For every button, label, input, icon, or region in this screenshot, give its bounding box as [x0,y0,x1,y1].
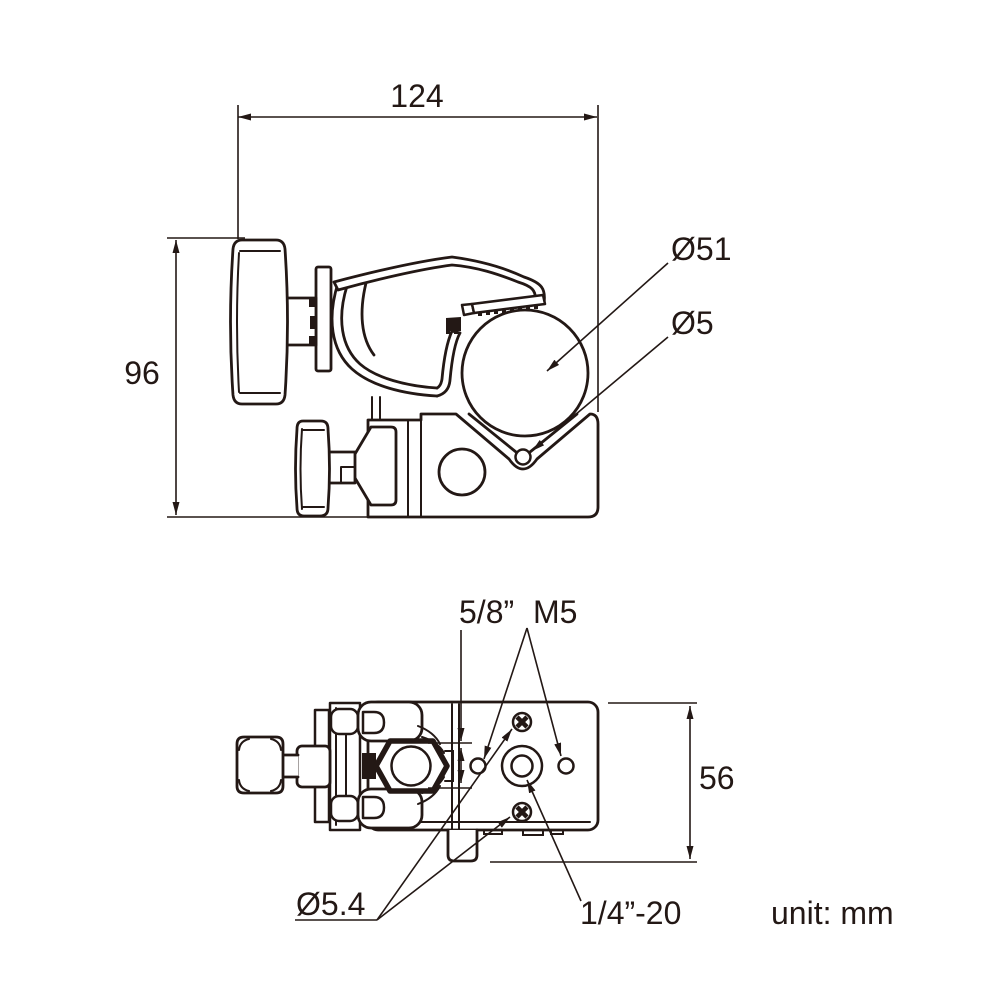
dimension-56: 56 [490,702,735,863]
jaw-lobe-bottom-slot [361,795,386,820]
handle-neck-fill [283,755,298,777]
callout-thread: 1/4”-20 [526,779,681,931]
dimension-96: 96 [124,237,367,518]
pipe-circle [460,308,590,438]
hex-side-bracket [444,750,454,782]
handle-knob-end [235,735,285,795]
leader-line [546,262,669,372]
extension-line [428,742,472,789]
handle-shaft-block [295,744,332,789]
phillips-screw-bottom [511,801,533,823]
knob-detail-lines [236,250,281,394]
knob-corner-arcs [238,738,282,792]
side-view: 124 96 [124,78,731,519]
callout-screw-holes: Ø5.4 [295,728,513,922]
leader-line [483,627,528,760]
jaw-lobe-top-slot [361,710,386,735]
lower-handle-knob [294,419,331,518]
leader-line [376,728,513,921]
handle-flange [314,265,333,373]
shaft-detail [309,336,316,345]
screw-holes-label: Ø5.4 [296,886,365,922]
handle-neck [281,753,300,779]
hex-socket-bore [390,745,432,787]
phillips-cross-icon [515,805,529,819]
dim-depth-label: 56 [699,760,735,796]
serrated-block [446,317,461,334]
callout-m5: M5 [483,594,577,760]
shaft-detail [310,316,315,329]
leader-line [376,816,511,921]
jaw-lower-lip [435,329,462,398]
jaw-pad-top [329,707,360,736]
serrated-pad [470,293,547,315]
thread-label: 1/4”-20 [580,895,681,931]
m5-hole-right [557,757,575,775]
phillips-screw-top [511,711,533,733]
unit-note: unit: mm [771,895,894,931]
phillips-cross-icon [515,715,529,729]
body-plate-lines [407,413,422,517]
dim-height-label: 96 [124,355,160,391]
lower-shaft-step [340,466,356,484]
m5-label: M5 [533,594,577,630]
locking-wedge [348,425,398,507]
pin-diameter-label: Ø5 [671,305,714,341]
jaw-wall-curve [360,281,376,357]
hex-shadow-block [362,753,376,779]
callout-pipe-diameter: Ø51 [546,231,731,372]
socket-label: 5/8” [459,594,514,630]
leader-line [531,336,669,452]
lower-knob-detail [299,428,325,510]
upper-handle-knob [229,238,289,406]
dim-width-label: 124 [390,78,443,114]
dimension-124: 124 [237,78,599,412]
quarter-inch-thread-hole [510,754,534,778]
body-side-hole [437,447,487,497]
shaft-detail [309,298,316,307]
m5-hole-left [469,757,487,775]
jaw-front-inner-curve [340,284,439,390]
jaw-pad-bottom [329,794,360,823]
leader-line [526,627,562,757]
pipe-diameter-label: Ø51 [671,231,731,267]
clamp-top-arm [332,255,546,305]
callout-socket: 5/8” [428,594,514,789]
leader-line [526,779,582,902]
callout-pin-diameter: Ø5 [531,305,714,452]
mounting-tab [446,828,479,863]
bottom-view: 5/8” M5 56 Ø5.4 1/4”-20 [235,594,735,931]
pivot-pin-hole [514,448,532,466]
body-joint-lines [371,396,381,420]
